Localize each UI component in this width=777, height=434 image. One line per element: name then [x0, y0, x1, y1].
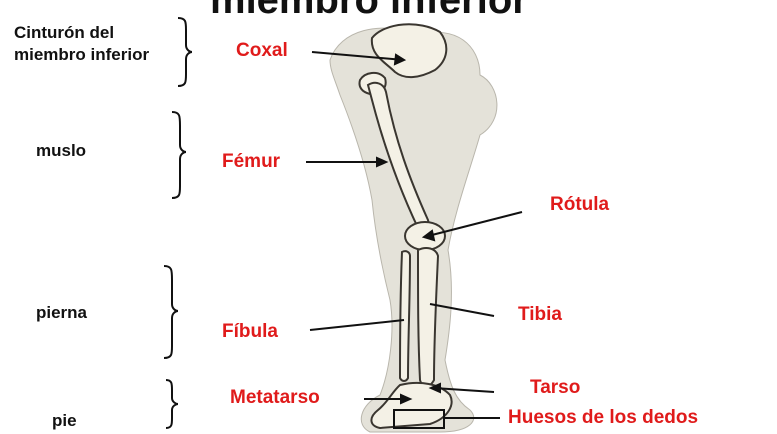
bone-tarso-label: Tarso: [530, 377, 580, 399]
region-thigh-label: muslo: [36, 140, 86, 162]
bone-coxal-label: Coxal: [236, 40, 288, 62]
bone-dedos-label: Huesos de los dedos: [508, 407, 698, 429]
region-girdle-label: Cinturón del miembro inferior: [14, 22, 174, 66]
pointer-fibula: [310, 320, 404, 330]
fibula-bone: [400, 251, 410, 381]
bone-metatarso-label: Metatarso: [230, 387, 320, 409]
brace-foot: [166, 380, 178, 428]
bone-tibia-label: Tibia: [518, 304, 562, 326]
brace-leg: [164, 266, 178, 358]
region-leg-label: pierna: [36, 302, 87, 324]
tibia-bone: [418, 248, 438, 386]
bone-femur-label: Fémur: [222, 151, 280, 173]
region-foot-label: pie: [52, 410, 77, 432]
brace-girdle: [178, 18, 192, 86]
bone-rotula-label: Rótula: [550, 194, 609, 216]
bone-fibula-label: Fíbula: [222, 321, 278, 343]
brace-thigh: [172, 112, 186, 198]
